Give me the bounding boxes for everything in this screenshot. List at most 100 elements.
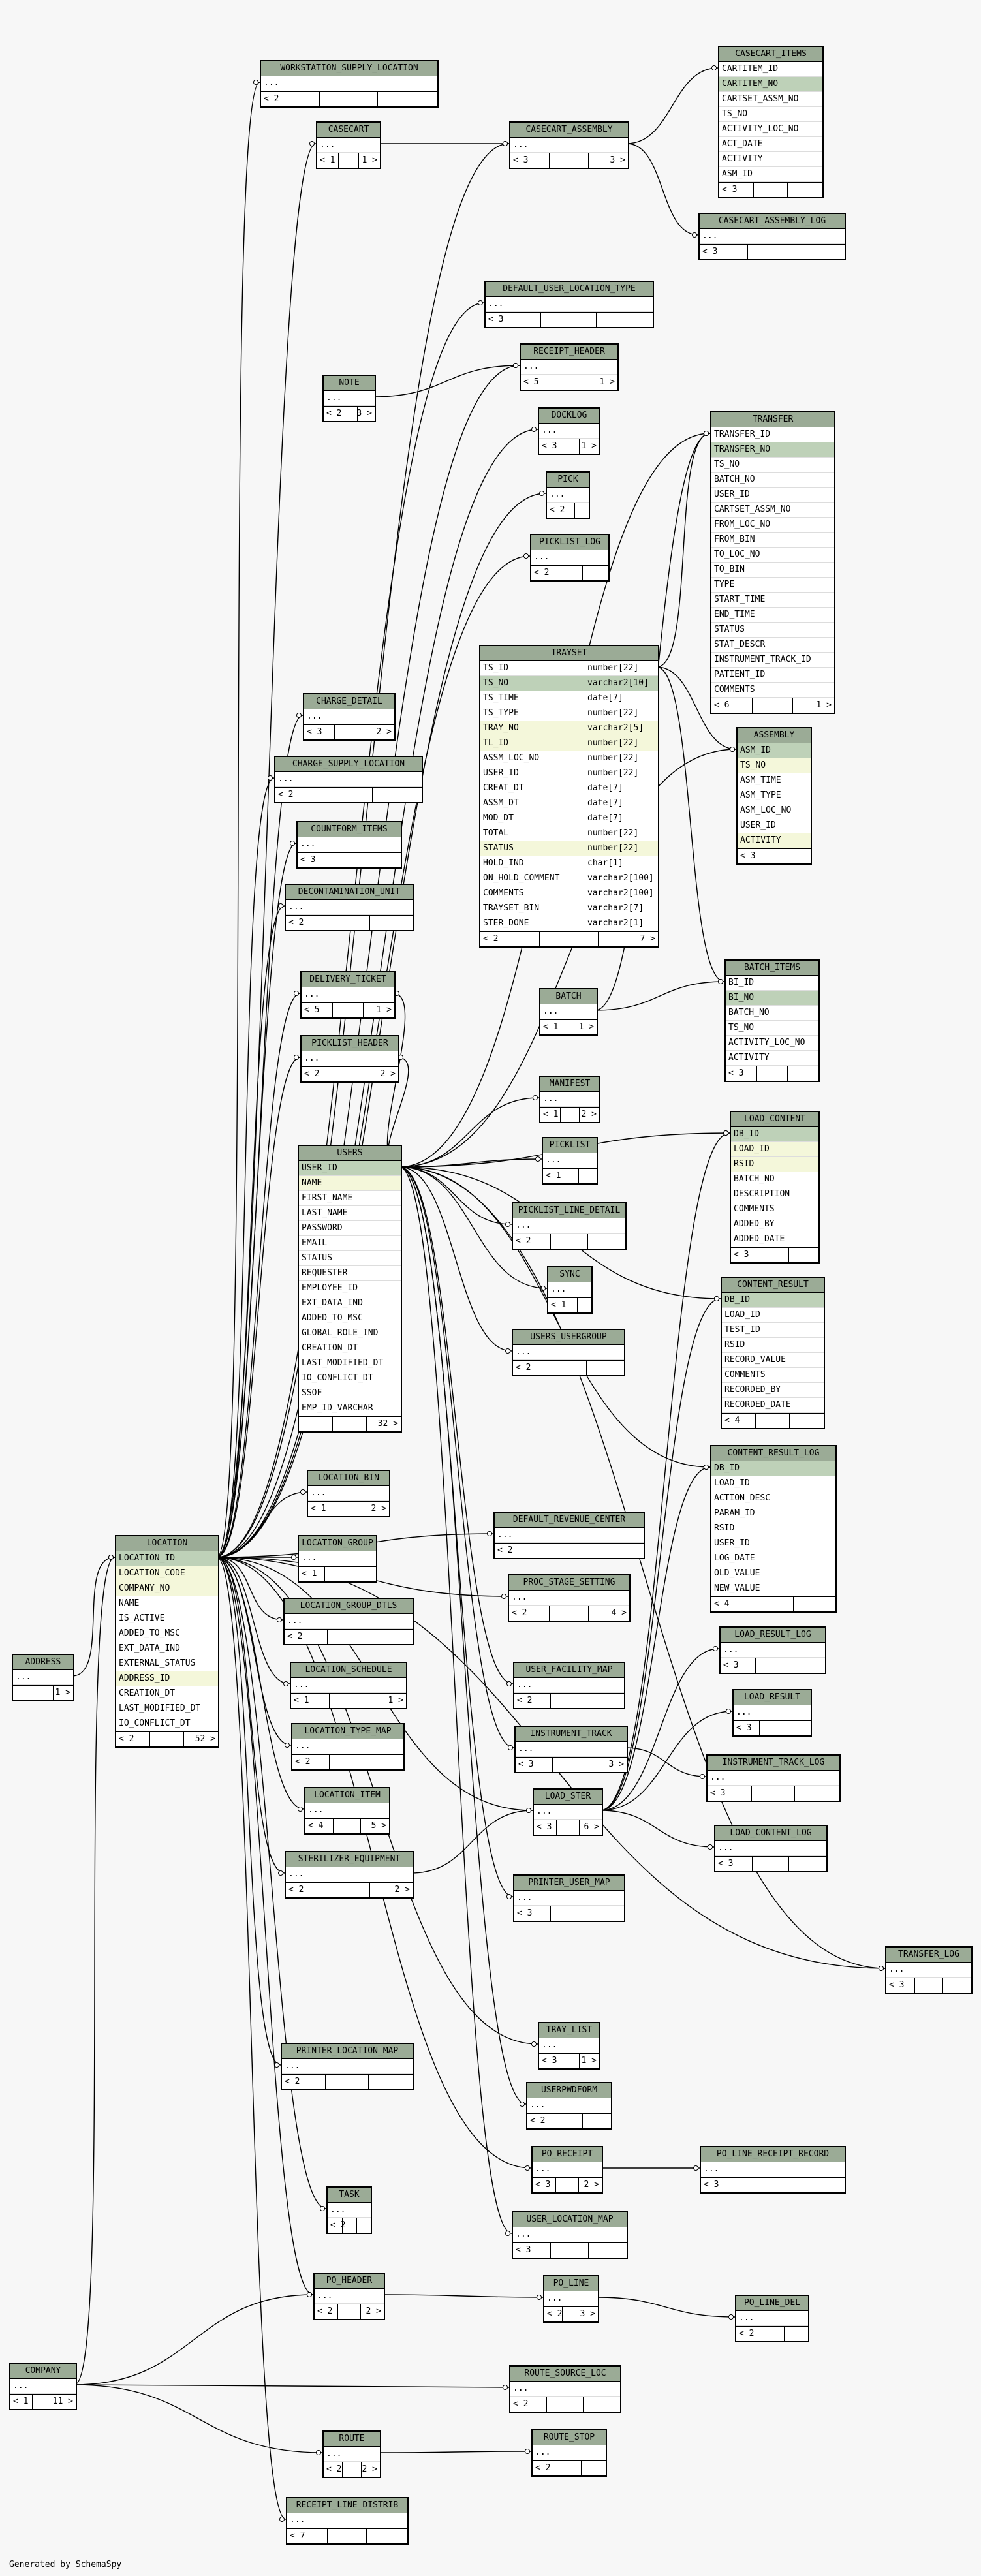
child-count[interactable]: 7 > <box>640 934 655 944</box>
table-userpwdform[interactable]: USERPWDFORM...< 2 <box>526 2082 612 2130</box>
table-user-location-map[interactable]: USER_LOCATION_MAP...< 3 <box>512 2211 628 2259</box>
parent-count[interactable]: < 1 <box>302 1569 317 1579</box>
table-default-user-location-type[interactable]: DEFAULT_USER_LOCATION_TYPE...< 3 <box>484 281 654 328</box>
parent-count[interactable]: < 2 <box>513 2399 529 2409</box>
parent-count[interactable]: < 1 <box>294 1696 309 1705</box>
table-location-group-dtls[interactable]: LOCATION_GROUP_DTLS...< 2 <box>283 1598 414 1645</box>
table-location-type-map[interactable]: LOCATION_TYPE_MAP...< 2 <box>291 1723 405 1771</box>
table-decontamination-unit[interactable]: DECONTAMINATION_UNIT...< 2 <box>285 884 414 931</box>
parent-count[interactable]: < 7 <box>290 2531 305 2541</box>
parent-count[interactable]: < 2 <box>550 505 565 515</box>
parent-count[interactable]: < 2 <box>326 2464 342 2474</box>
child-count[interactable]: 32 > <box>377 1419 398 1429</box>
table-load-result-log[interactable]: LOAD_RESULT_LOG...< 3 <box>719 1626 826 1674</box>
child-count[interactable]: 3 > <box>608 1760 624 1769</box>
parent-count[interactable]: < 2 <box>264 94 279 104</box>
parent-count[interactable]: < 5 <box>304 1005 320 1015</box>
table-casecart-assembly-log[interactable]: CASECART_ASSEMBLY_LOG...< 3 <box>698 213 846 260</box>
parent-count[interactable]: < 4 <box>724 1416 740 1425</box>
parent-count[interactable]: < 3 <box>300 855 316 865</box>
table-sync[interactable]: SYNC...< 1 <box>547 1266 593 1314</box>
parent-count[interactable]: < 2 <box>534 568 550 578</box>
parent-count[interactable]: < 2 <box>497 1545 513 1555</box>
parent-count[interactable]: < 2 <box>119 1734 134 1744</box>
parent-count[interactable]: < 2 <box>512 1608 527 1618</box>
parent-count[interactable]: < 3 <box>535 2180 551 2190</box>
parent-count[interactable]: < 3 <box>710 1788 726 1798</box>
parent-count[interactable]: < 3 <box>537 1822 552 1832</box>
child-count[interactable]: 2 > <box>362 2464 377 2474</box>
parent-count[interactable]: < 2 <box>517 1696 533 1705</box>
child-count[interactable]: 2 > <box>581 1110 597 1119</box>
table-pick[interactable]: PICK...< 2 <box>546 471 590 519</box>
parent-count[interactable]: < 2 <box>278 790 294 799</box>
child-count[interactable]: 1 > <box>599 377 615 387</box>
parent-count[interactable]: < 2 <box>288 1885 304 1895</box>
parent-count[interactable]: < 3 <box>518 1760 534 1769</box>
parent-count[interactable]: < 2 <box>285 2077 300 2087</box>
parent-count[interactable]: < 2 <box>330 2220 346 2230</box>
parent-count[interactable]: < 1 <box>13 2397 29 2406</box>
parent-count[interactable]: < 3 <box>516 2245 531 2255</box>
parent-count[interactable]: < 1 <box>546 1171 561 1181</box>
child-count[interactable]: 2 > <box>371 1504 386 1513</box>
parent-count[interactable]: < 1 <box>543 1110 559 1119</box>
parent-count[interactable]: < 6 <box>714 700 730 710</box>
parent-count[interactable]: < 1 <box>320 155 335 165</box>
parent-count[interactable]: < 5 <box>523 377 539 387</box>
parent-count[interactable]: < 2 <box>547 2309 563 2319</box>
table-address[interactable]: ADDRESS...1 > <box>12 1654 74 1701</box>
parent-count[interactable]: < 3 <box>734 1250 749 1260</box>
parent-count[interactable]: < 3 <box>728 1068 744 1078</box>
table-load-content-log[interactable]: LOAD_CONTENT_LOG...< 3 <box>714 1825 828 1872</box>
parent-count[interactable]: < 2 <box>326 409 342 418</box>
parent-count[interactable]: < 3 <box>542 441 557 451</box>
parent-count[interactable]: < 2 <box>516 1363 531 1373</box>
child-count[interactable]: 1 > <box>816 700 832 710</box>
parent-count[interactable]: < 1 <box>543 1022 559 1032</box>
table-countform-items[interactable]: COUNTFORM_ITEMS...< 3 <box>296 821 402 869</box>
table-picklist-line-detail[interactable]: PICKLIST_LINE_DETAIL...< 2 <box>512 1202 627 1250</box>
parent-count[interactable]: < 3 <box>723 1660 739 1670</box>
child-count[interactable]: 6 > <box>584 1822 599 1832</box>
parent-count[interactable]: < 3 <box>488 315 504 324</box>
table-printer-location-map[interactable]: PRINTER_LOCATION_MAP...< 2 <box>281 2043 414 2090</box>
child-count[interactable]: 3 > <box>356 409 372 418</box>
child-count[interactable]: 11 > <box>52 2397 73 2406</box>
child-count[interactable]: 1 > <box>376 1005 392 1015</box>
child-count[interactable]: 1 > <box>578 1022 594 1032</box>
table-transfer-log[interactable]: TRANSFER_LOG...< 3 <box>885 1946 973 1994</box>
parent-count[interactable]: < 2 <box>530 2116 546 2126</box>
child-count[interactable]: 1 > <box>55 1688 70 1698</box>
table-printer-user-map[interactable]: PRINTER_USER_MAP...< 3 <box>513 1874 625 1922</box>
table-charge-supply-location[interactable]: CHARGE_SUPPLY_LOCATION...< 2 <box>274 756 423 803</box>
parent-count[interactable]: < 3 <box>702 247 718 256</box>
child-count[interactable]: 2 > <box>376 727 392 737</box>
parent-count[interactable]: < 2 <box>535 2463 551 2473</box>
child-count[interactable]: 4 > <box>611 1608 627 1618</box>
parent-count[interactable]: < 3 <box>736 1723 752 1733</box>
parent-count[interactable]: < 2 <box>516 1236 531 1246</box>
table-workstation-supply-location[interactable]: WORKSTATION_SUPPLY_LOCATION...< 2 <box>260 60 439 108</box>
